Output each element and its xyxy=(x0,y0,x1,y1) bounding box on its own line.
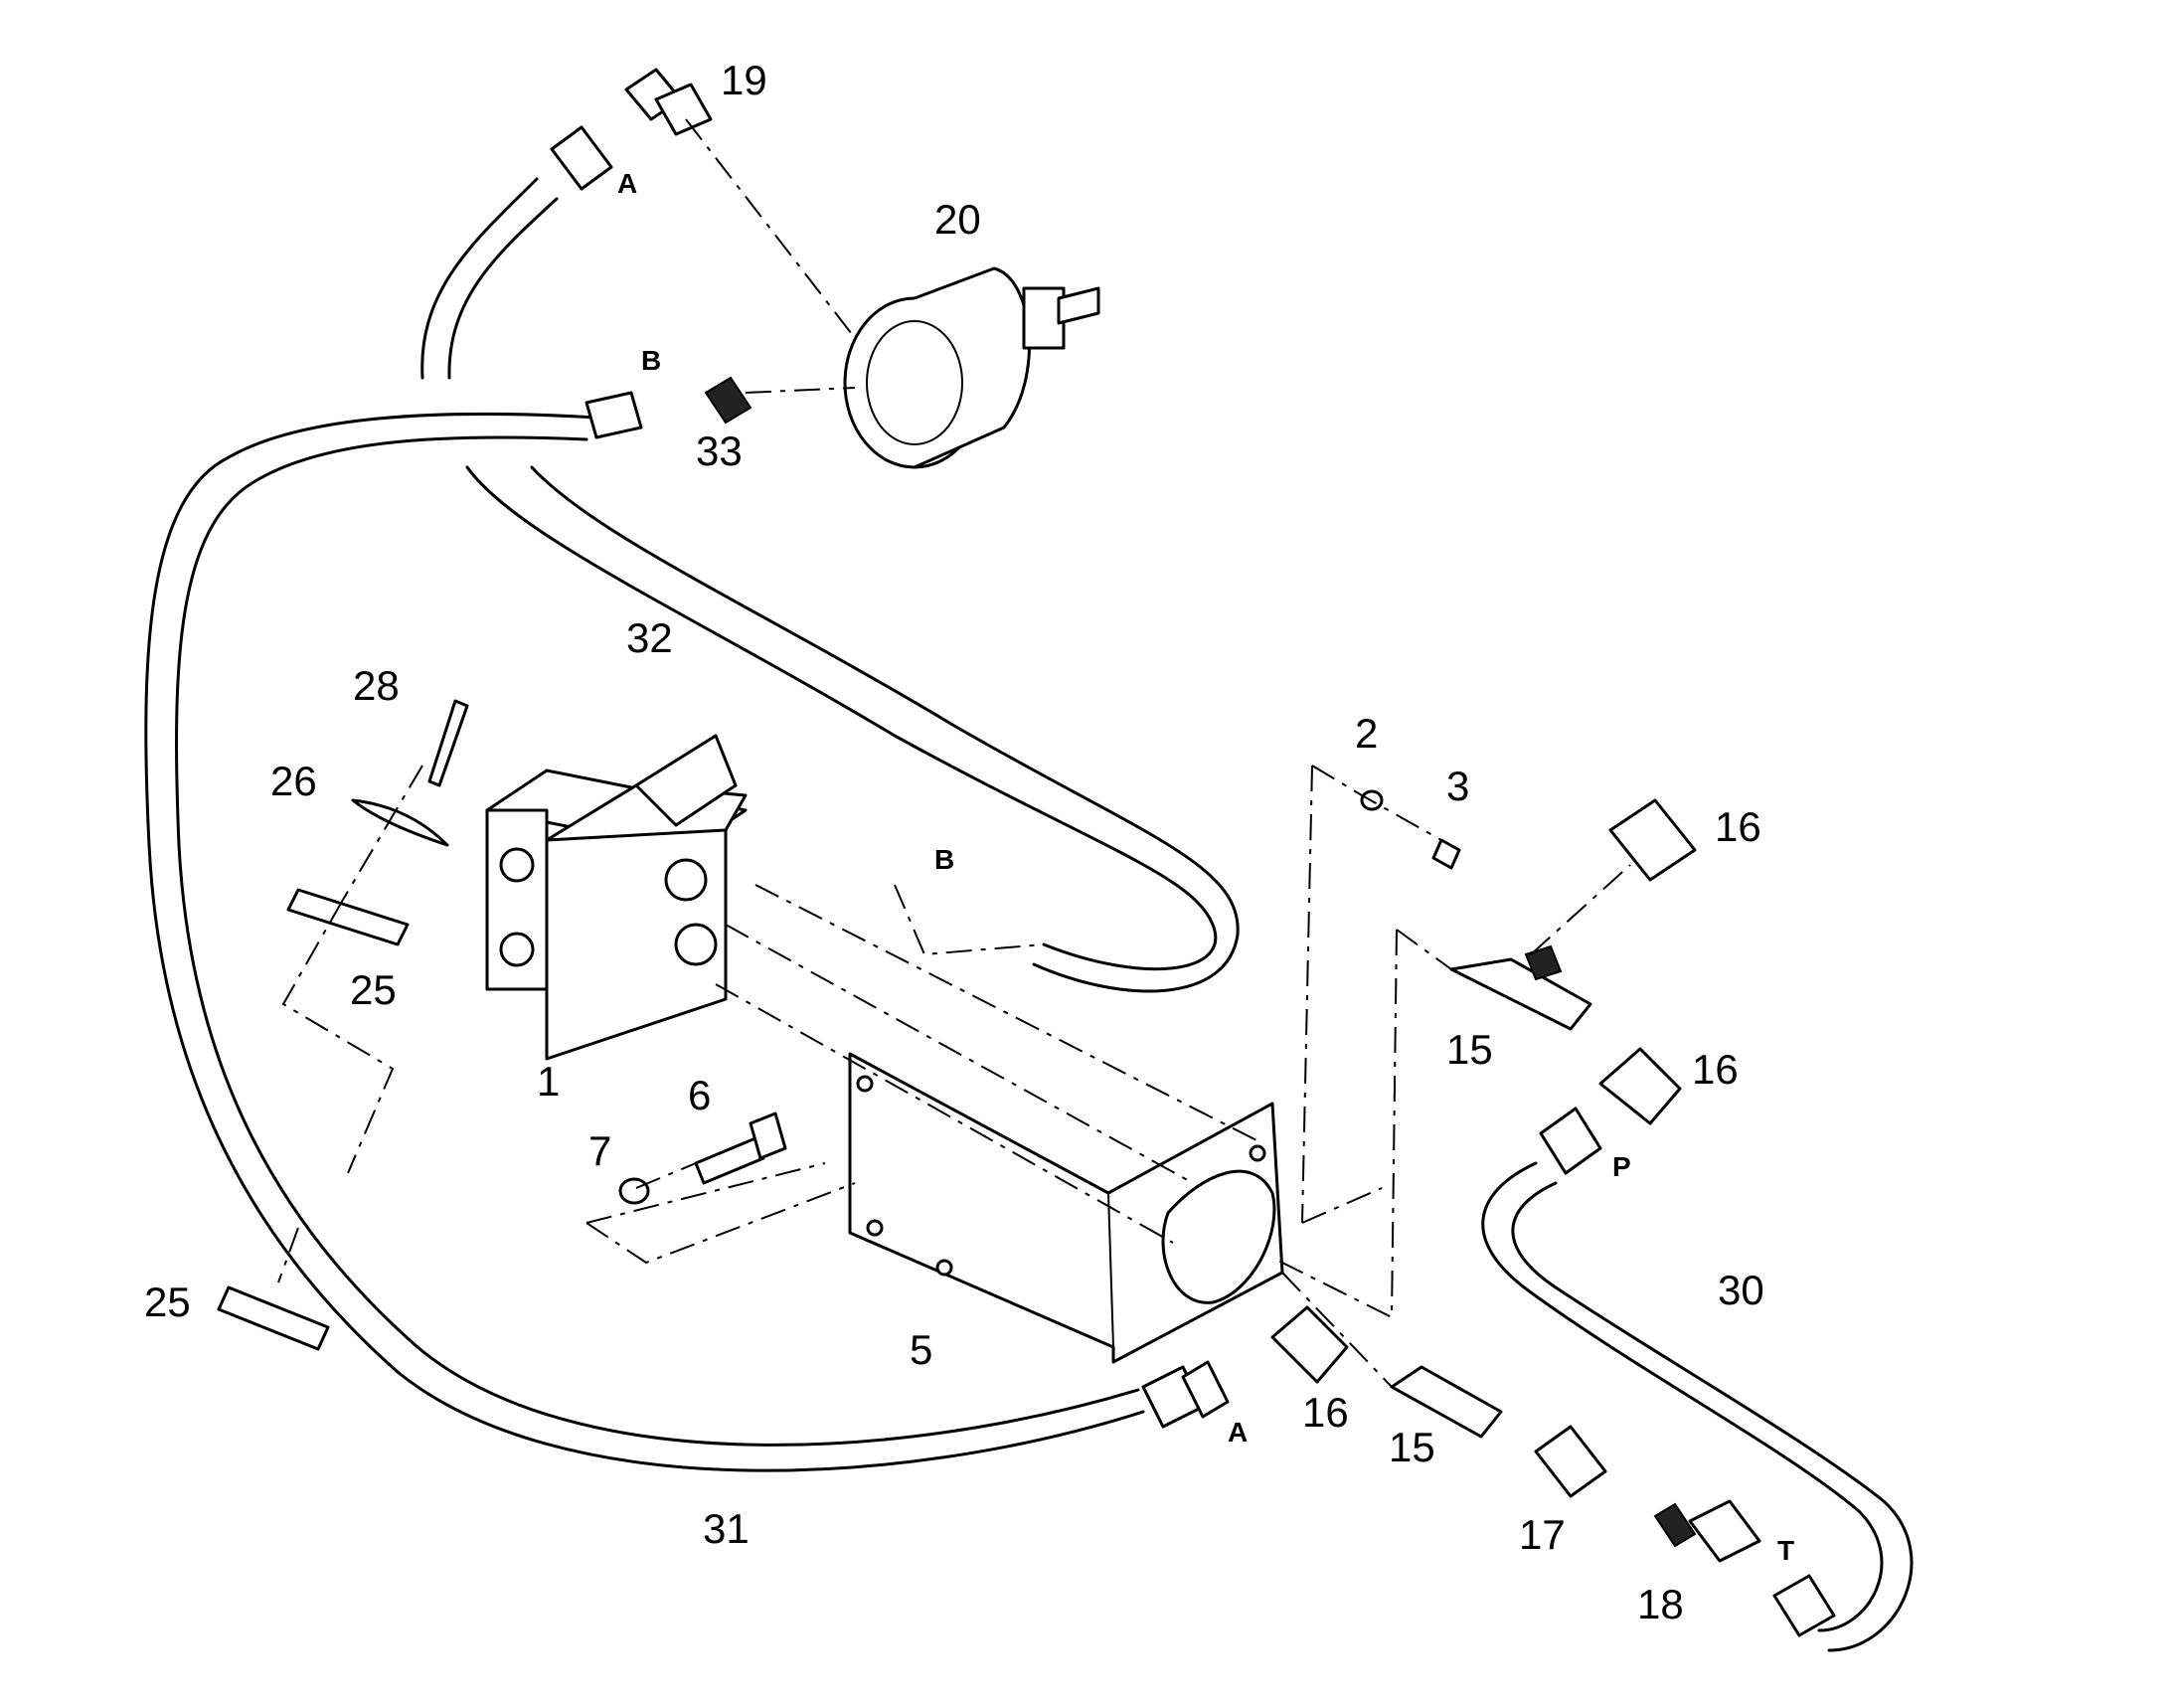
hose-30 xyxy=(1481,1161,1914,1652)
elbow-16-mid xyxy=(1598,1047,1682,1125)
part-label-28: 28 xyxy=(353,662,400,709)
part-label-15-lower: 15 xyxy=(1389,1424,1435,1470)
part-label-16-low: 16 xyxy=(1302,1389,1349,1436)
tee-15-lower xyxy=(1390,1365,1503,1439)
part-label-19: 19 xyxy=(721,57,767,103)
fitting-t xyxy=(1772,1574,1836,1637)
valve-block-1 xyxy=(485,734,748,1061)
clamp-25-upper xyxy=(286,888,410,946)
port-labels: A B B P A T xyxy=(617,168,1794,1566)
part-label-16-mid: 16 xyxy=(1692,1046,1739,1093)
hose-a-upper xyxy=(420,125,613,380)
part-label-25-upper: 25 xyxy=(350,966,397,1013)
part-label-30: 30 xyxy=(1718,1267,1764,1313)
fitting-33 xyxy=(585,376,752,439)
port-label-b-mid: B xyxy=(934,844,954,875)
part-label-16-top: 16 xyxy=(1715,803,1761,850)
part-label-6: 6 xyxy=(688,1072,711,1118)
part-label-3: 3 xyxy=(1446,763,1469,809)
nut-17 xyxy=(1534,1425,1607,1498)
bolt-6 xyxy=(694,1111,787,1185)
part-label-18: 18 xyxy=(1637,1581,1684,1627)
fitting-a-low xyxy=(1181,1360,1230,1419)
motor-20 xyxy=(843,266,1100,469)
part-label-7: 7 xyxy=(588,1127,611,1174)
part-label-2: 2 xyxy=(1355,710,1378,757)
fitting-16-top xyxy=(1608,798,1697,882)
port-label-b-top: B xyxy=(641,345,661,376)
part-label-20: 20 xyxy=(934,196,981,243)
port-label-p: P xyxy=(1612,1151,1631,1182)
port-label-t: T xyxy=(1777,1535,1794,1566)
bolt-28 xyxy=(427,699,469,787)
assembly-lines xyxy=(277,118,1631,1388)
hose-32 xyxy=(465,465,1240,993)
tee-15-upper xyxy=(1449,944,1592,1031)
part-label-33: 33 xyxy=(696,427,743,474)
part-label-32: 32 xyxy=(626,614,673,661)
part-label-15-upper: 15 xyxy=(1446,1026,1493,1073)
fitting-19 xyxy=(624,68,713,136)
fitting-p xyxy=(1539,1107,1602,1175)
plate-26 xyxy=(351,798,449,847)
part-labels: 19 20 33 32 28 26 25 25 1 6 7 5 2 3 16 1… xyxy=(144,57,1764,1627)
part-label-26: 26 xyxy=(270,758,317,804)
part-label-17: 17 xyxy=(1519,1511,1566,1558)
part-label-31: 31 xyxy=(703,1505,750,1552)
elbow-16-low xyxy=(1270,1305,1349,1384)
screw-3 xyxy=(1431,838,1461,870)
port-label-a-top: A xyxy=(617,168,637,199)
part-label-5: 5 xyxy=(910,1326,932,1373)
part-label-25-lower: 25 xyxy=(144,1279,191,1325)
port-label-a-low: A xyxy=(1228,1417,1248,1448)
adapter-18 xyxy=(1653,1499,1761,1563)
bracket-5 xyxy=(848,1052,1284,1364)
clamp-25-lower xyxy=(217,1285,330,1351)
hose-31 xyxy=(144,412,1205,1472)
washer-7 xyxy=(618,1177,650,1205)
part-label-1: 1 xyxy=(537,1058,560,1105)
